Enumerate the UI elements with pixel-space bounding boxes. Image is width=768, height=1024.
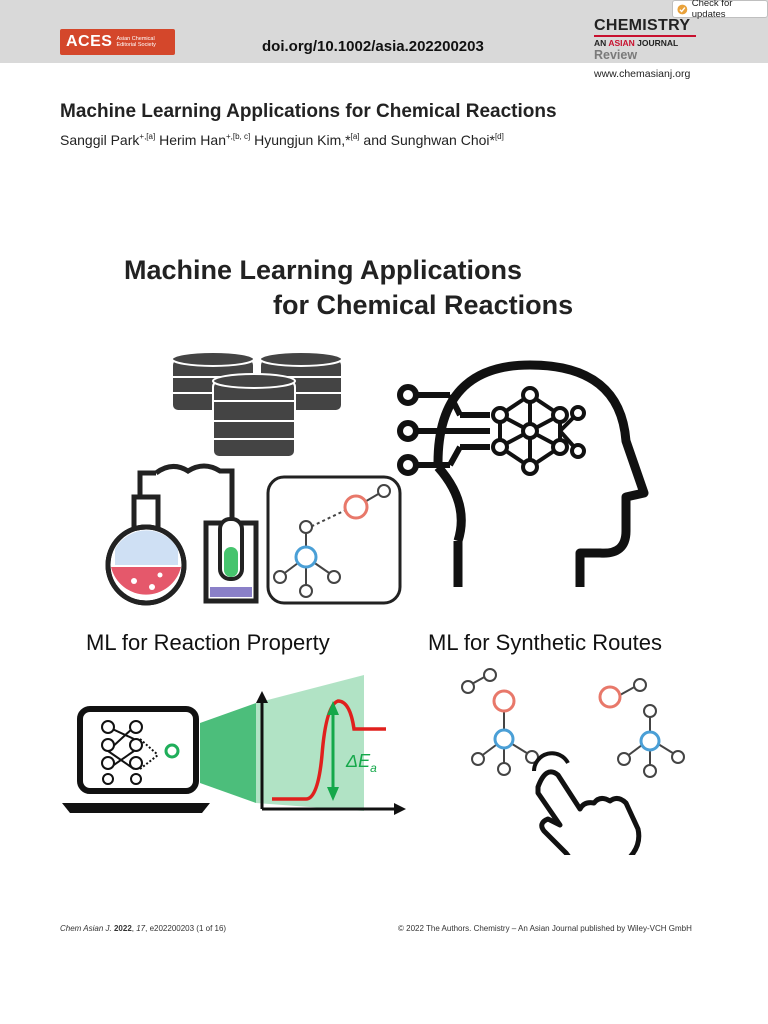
article-title: Machine Learning Applications for Chemic… [60,101,557,122]
projection-beam [200,703,256,803]
label-reaction-property: ML for Reaction Property [86,630,330,655]
author-name[interactable]: Hyungjun Kim,* [254,132,351,148]
check-for-updates-button[interactable]: Check for updates [672,0,768,20]
database-icon [171,351,343,458]
label-synthetic-routes: ML for Synthetic Routes [428,630,662,655]
author-affiliation: +,[a] [139,132,156,141]
molecule-icon [266,475,402,605]
molecule-icon [598,678,685,778]
energy-diagram-icon [256,675,406,815]
graphical-abstract-title-line1: Machine Learning Applications [124,255,523,285]
publisher-logo-subtitle: Asian Chemical Editorial Society [116,35,156,49]
circuit-icon [397,384,490,476]
citation-footer: Chem Asian J. 2022, 17, e202200203 (1 of… [60,924,227,933]
journal-name: CHEMISTRY [594,17,691,34]
journal-divider [594,35,696,37]
energy-label: ΔEa [345,751,377,775]
copyright-footer: © 2022 The Authors. Chemistry – An Asian… [398,924,692,933]
journal-logo[interactable]: CHEMISTRY AN ASIAN JOURNAL Review [594,17,704,62]
publisher-logo-word: ACES [66,33,113,50]
beaker-icon [203,517,259,604]
journal-subtitle: AN ASIAN JOURNAL [594,38,679,48]
flask-icon [105,463,235,606]
author-name[interactable]: Sunghwan Choi* [390,132,495,148]
author-name[interactable]: Sanggil Park [60,132,140,148]
graphical-abstract: Machine Learning Applications for Chemic… [60,235,708,855]
author-name[interactable]: Herim Han [159,132,226,148]
author-affiliation: [a] [350,132,360,141]
neural-network-icon [491,386,586,476]
graphical-abstract-artwork: ΔEa [62,351,685,855]
ai-head-icon [433,360,649,587]
author-affiliation: [d] [494,132,504,141]
check-updates-icon [677,4,688,14]
hand-pointer-icon [532,751,642,855]
article-type: Review [594,48,638,62]
check-updates-label: Check for updates [691,0,733,20]
publisher-logo[interactable]: ACES Asian Chemical Editorial Society [60,29,175,55]
graphical-abstract-title-line2: for Chemical Reactions [273,290,574,320]
author-list: Sanggil Park+,[a] Herim Han+,[b, c] Hyun… [60,132,504,148]
laptop-neural-net-icon [62,706,210,813]
molecule-icon [461,668,539,776]
author-affiliation: +,[b, c] [225,132,251,141]
doi-link[interactable]: doi.org/10.1002/asia.202200203 [262,38,484,55]
journal-url[interactable]: www.chemasianj.org [594,68,691,80]
